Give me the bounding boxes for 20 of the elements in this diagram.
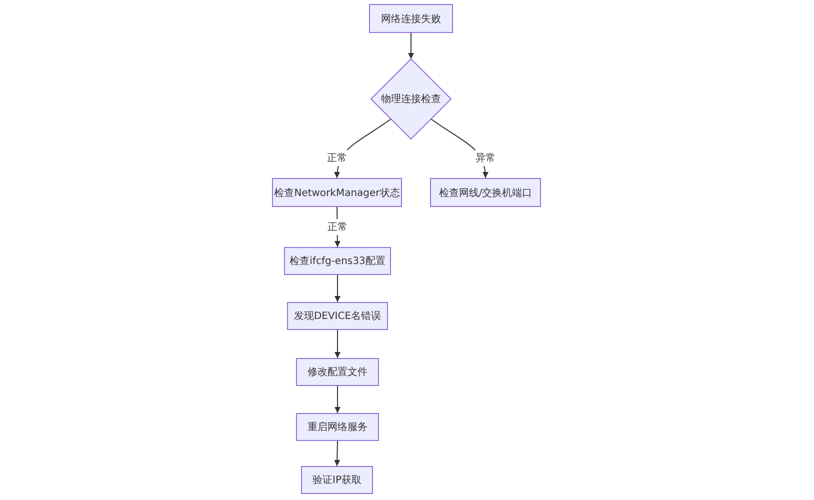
edge-label: 正常	[326, 219, 348, 235]
arrow	[334, 330, 340, 358]
process-box: 重启网络服务	[296, 413, 379, 441]
edge-label: 正常	[326, 150, 348, 166]
process-box: 网络连接失败	[369, 4, 453, 33]
arrow	[334, 386, 340, 414]
edge-label: 异常	[474, 150, 496, 166]
arrow	[408, 32, 414, 60]
arrow	[334, 118, 392, 178]
process-box: 验证IP获取	[301, 466, 373, 494]
arrow	[334, 206, 340, 248]
process-box: 检查网线/交换机端口	[430, 178, 541, 207]
process-box: 发现DEVICE名错误	[287, 302, 388, 330]
decision-diamond: 物理连接检查	[371, 59, 451, 139]
arrow	[430, 118, 488, 178]
process-box: 检查NetworkManager状态	[272, 178, 402, 207]
process-box: 检查ifcfg-ens33配置	[284, 247, 391, 275]
arrow	[334, 440, 340, 466]
process-box: 修改配置文件	[296, 358, 379, 386]
arrow	[334, 274, 340, 302]
